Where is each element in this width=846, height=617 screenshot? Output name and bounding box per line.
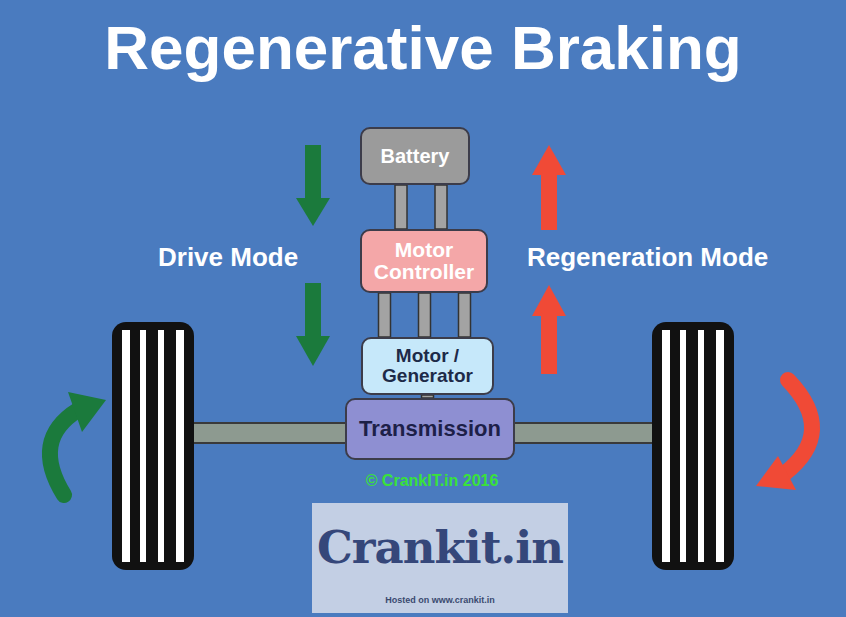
- node-text: Battery: [381, 146, 450, 167]
- copyright-note: © CrankIT.in 2016: [366, 472, 499, 490]
- title: Regenerative Braking: [104, 12, 741, 83]
- watermark: Hosted on www.crankit.in: [385, 595, 495, 605]
- wheel: [112, 322, 194, 570]
- motor-generator-box: Motor / Generator: [361, 337, 494, 395]
- controller-box: Motor Controller: [360, 229, 488, 293]
- wire-connector: [379, 293, 471, 337]
- node-text: Motor / Generator: [369, 346, 486, 386]
- logo-text: Crankit.in: [317, 521, 563, 574]
- drive-arrow: [296, 145, 330, 366]
- wheel: [652, 322, 734, 570]
- node-text: Transmission: [359, 417, 501, 440]
- mode-label: Regeneration Mode: [527, 242, 768, 273]
- transmission-box: Transmission: [345, 398, 515, 460]
- wire-connector: [395, 185, 447, 229]
- wheel-rotation-arrow: [50, 380, 812, 495]
- node-text: Motor Controller: [368, 239, 480, 283]
- battery-box: Battery: [360, 127, 470, 185]
- mode-label: Drive Mode: [158, 242, 298, 273]
- logo-panel: Crankit.inHosted on www.crankit.in: [312, 503, 568, 613]
